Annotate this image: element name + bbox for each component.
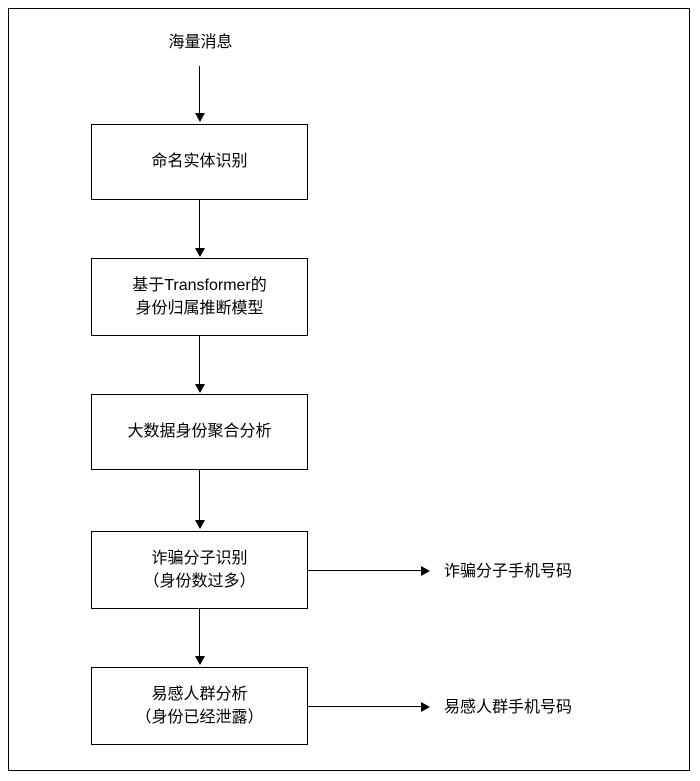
node-bigdata-label: 大数据身份聚合分析	[127, 423, 272, 441]
connector-transformer-to-bigdata	[199, 336, 200, 388]
node-fraud: 诈骗分子识别 （身份数过多）	[91, 531, 308, 609]
node-vulnerable-label: 易感人群分析 （身份已经泄露）	[135, 685, 264, 726]
arrowhead-source-to-ner	[195, 113, 205, 122]
arrowhead-transformer-to-bigdata	[195, 384, 205, 393]
connector-fraud-to-vulnerable	[199, 609, 200, 660]
source-label: 海量消息	[168, 34, 233, 51]
node-transformer: 基于Transformer的 身份归属推断模型	[91, 258, 308, 336]
output-vulnerable: 易感人群手机号码	[444, 699, 573, 716]
arrowhead-bigdata-to-fraud	[195, 520, 205, 529]
arrowhead-fraud-to-vulnerable	[195, 656, 205, 665]
node-ner: 命名实体识别	[91, 124, 308, 200]
connector-bigdata-to-fraud	[199, 470, 200, 524]
connector-ner-to-transformer	[199, 200, 200, 252]
arrowhead-vulnerable-to-output	[421, 702, 430, 712]
arrowhead-fraud-to-output	[421, 566, 430, 576]
connector-vulnerable-to-output	[308, 706, 424, 707]
arrowhead-ner-to-transformer	[195, 248, 205, 257]
output-fraud: 诈骗分子手机号码	[444, 563, 573, 580]
connector-source-to-ner	[199, 66, 200, 116]
connector-fraud-to-output	[308, 570, 424, 571]
node-vulnerable: 易感人群分析 （身份已经泄露）	[91, 667, 308, 745]
node-ner-label: 命名实体识别	[151, 153, 248, 171]
node-fraud-label: 诈骗分子识别 （身份数过多）	[143, 549, 256, 590]
node-transformer-label: 基于Transformer的 身份归属推断模型	[132, 276, 267, 317]
diagram-border	[8, 8, 690, 771]
node-bigdata: 大数据身份聚合分析	[91, 394, 308, 470]
